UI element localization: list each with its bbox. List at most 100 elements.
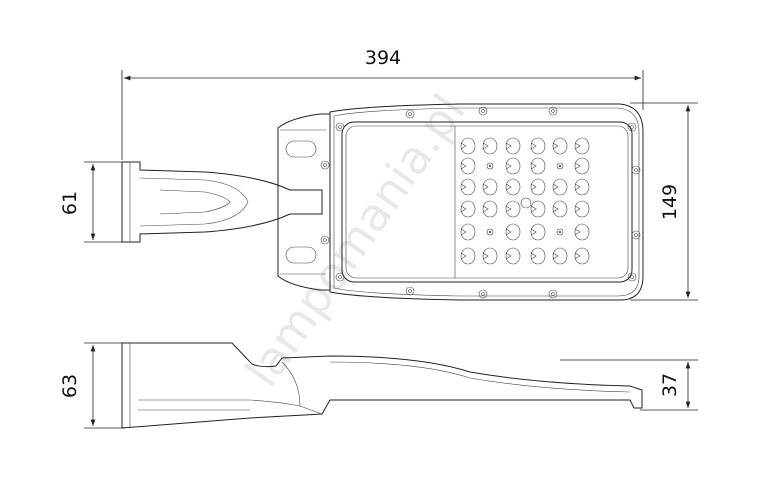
dimension-head-height-label: 37 (659, 373, 681, 397)
led-lens (552, 178, 568, 196)
led-lens (530, 223, 546, 241)
led-sensor-dot (559, 165, 561, 167)
led-lens-mark (460, 162, 467, 170)
led-lens-mark (574, 252, 581, 260)
screw-icon (631, 230, 641, 240)
led-lens-mark (505, 205, 512, 213)
led-lens (574, 157, 590, 175)
screw-center (481, 109, 485, 113)
led-lens-mark (530, 162, 537, 170)
led-lens-mark (530, 228, 537, 236)
led-lens (530, 200, 546, 218)
led-lens (505, 247, 521, 265)
led-lens-mark (530, 142, 537, 150)
led-lens-mark (552, 142, 559, 150)
screw-icon (320, 235, 330, 245)
dimension-side-height-label: 63 (59, 374, 81, 398)
screw-icon (478, 106, 488, 116)
led-lens-mark (505, 183, 512, 191)
screw-icon (335, 122, 345, 132)
screw-icon (627, 272, 637, 282)
screw-center (481, 292, 485, 296)
side-view (121, 342, 643, 429)
screw-icon (627, 122, 637, 132)
center-screw-icon (520, 197, 532, 209)
screw-icon (405, 109, 415, 119)
led-lens-mark (482, 142, 489, 150)
led-lens-mark (460, 252, 467, 260)
led-sensor-dot (559, 231, 561, 233)
dimension-body-width-label: 149 (659, 184, 681, 220)
led-lens (552, 247, 568, 265)
screw-center (630, 275, 634, 279)
led-lens-mark (530, 252, 537, 260)
screw-center (408, 112, 412, 116)
led-lens (482, 137, 498, 155)
led-lens (530, 157, 546, 175)
dimension-body-width: 149 (630, 102, 698, 301)
led-lens-mark (460, 205, 467, 213)
led-lens-mark (460, 183, 467, 191)
led-sensor-icon (556, 162, 564, 170)
led-lens (482, 200, 498, 218)
led-lens (482, 178, 498, 196)
led-sensor-dot (489, 165, 491, 167)
screw-center (323, 163, 327, 167)
led-lens-mark (574, 183, 581, 191)
screw-center (551, 292, 555, 296)
screw-center (338, 125, 342, 129)
screw-icon (548, 289, 558, 299)
led-lens-mark (574, 228, 581, 236)
led-lens-mark (552, 252, 559, 260)
led-lens-mark (482, 183, 489, 191)
dimension-arm-width-label: 61 (59, 191, 81, 215)
led-lens (574, 200, 590, 218)
screw-center (338, 275, 342, 279)
screw-icon (548, 106, 558, 116)
screw-icon (478, 289, 488, 299)
dimension-length: 394 (121, 47, 644, 160)
led-lens (552, 137, 568, 155)
led-lens (505, 200, 521, 218)
led-lens (530, 178, 546, 196)
led-lens (574, 247, 590, 265)
led-lens (460, 247, 476, 265)
dimension-side-height: 63 (59, 342, 125, 429)
led-lens (460, 157, 476, 175)
dimension-head-height: 37 (560, 359, 698, 411)
led-lens (574, 178, 590, 196)
led-lens-mark (552, 183, 559, 191)
led-lens-mark (482, 252, 489, 260)
led-sensor-dot (489, 231, 491, 233)
led-lens-mark (460, 142, 467, 150)
screw-center (323, 238, 327, 242)
led-lens-mark (505, 162, 512, 170)
dimension-arm-width: 61 (59, 161, 125, 243)
led-lens (460, 223, 476, 241)
led-lens (505, 137, 521, 155)
led-sensor-icon (486, 228, 494, 236)
led-lens-mark (574, 142, 581, 150)
led-lens-mark (505, 252, 512, 260)
led-lens-mark (460, 228, 467, 236)
screw-center (634, 233, 638, 237)
led-lens-mark (574, 205, 581, 213)
led-lens-mark (530, 205, 537, 213)
led-lens (460, 178, 476, 196)
led-lens (460, 137, 476, 155)
screw-center (551, 109, 555, 113)
led-lens (505, 178, 521, 196)
led-lens-mark (482, 205, 489, 213)
screw-center (408, 289, 412, 293)
led-lens (574, 137, 590, 155)
dimension-length-label: 394 (365, 47, 401, 69)
screw-icon (335, 272, 345, 282)
watermark: lampomania.pl (235, 84, 476, 396)
led-lens (530, 247, 546, 265)
led-lens (460, 200, 476, 218)
led-sensor-icon (556, 228, 564, 236)
led-lens-mark (530, 183, 537, 191)
led-lens (505, 223, 521, 241)
led-lens (530, 137, 546, 155)
